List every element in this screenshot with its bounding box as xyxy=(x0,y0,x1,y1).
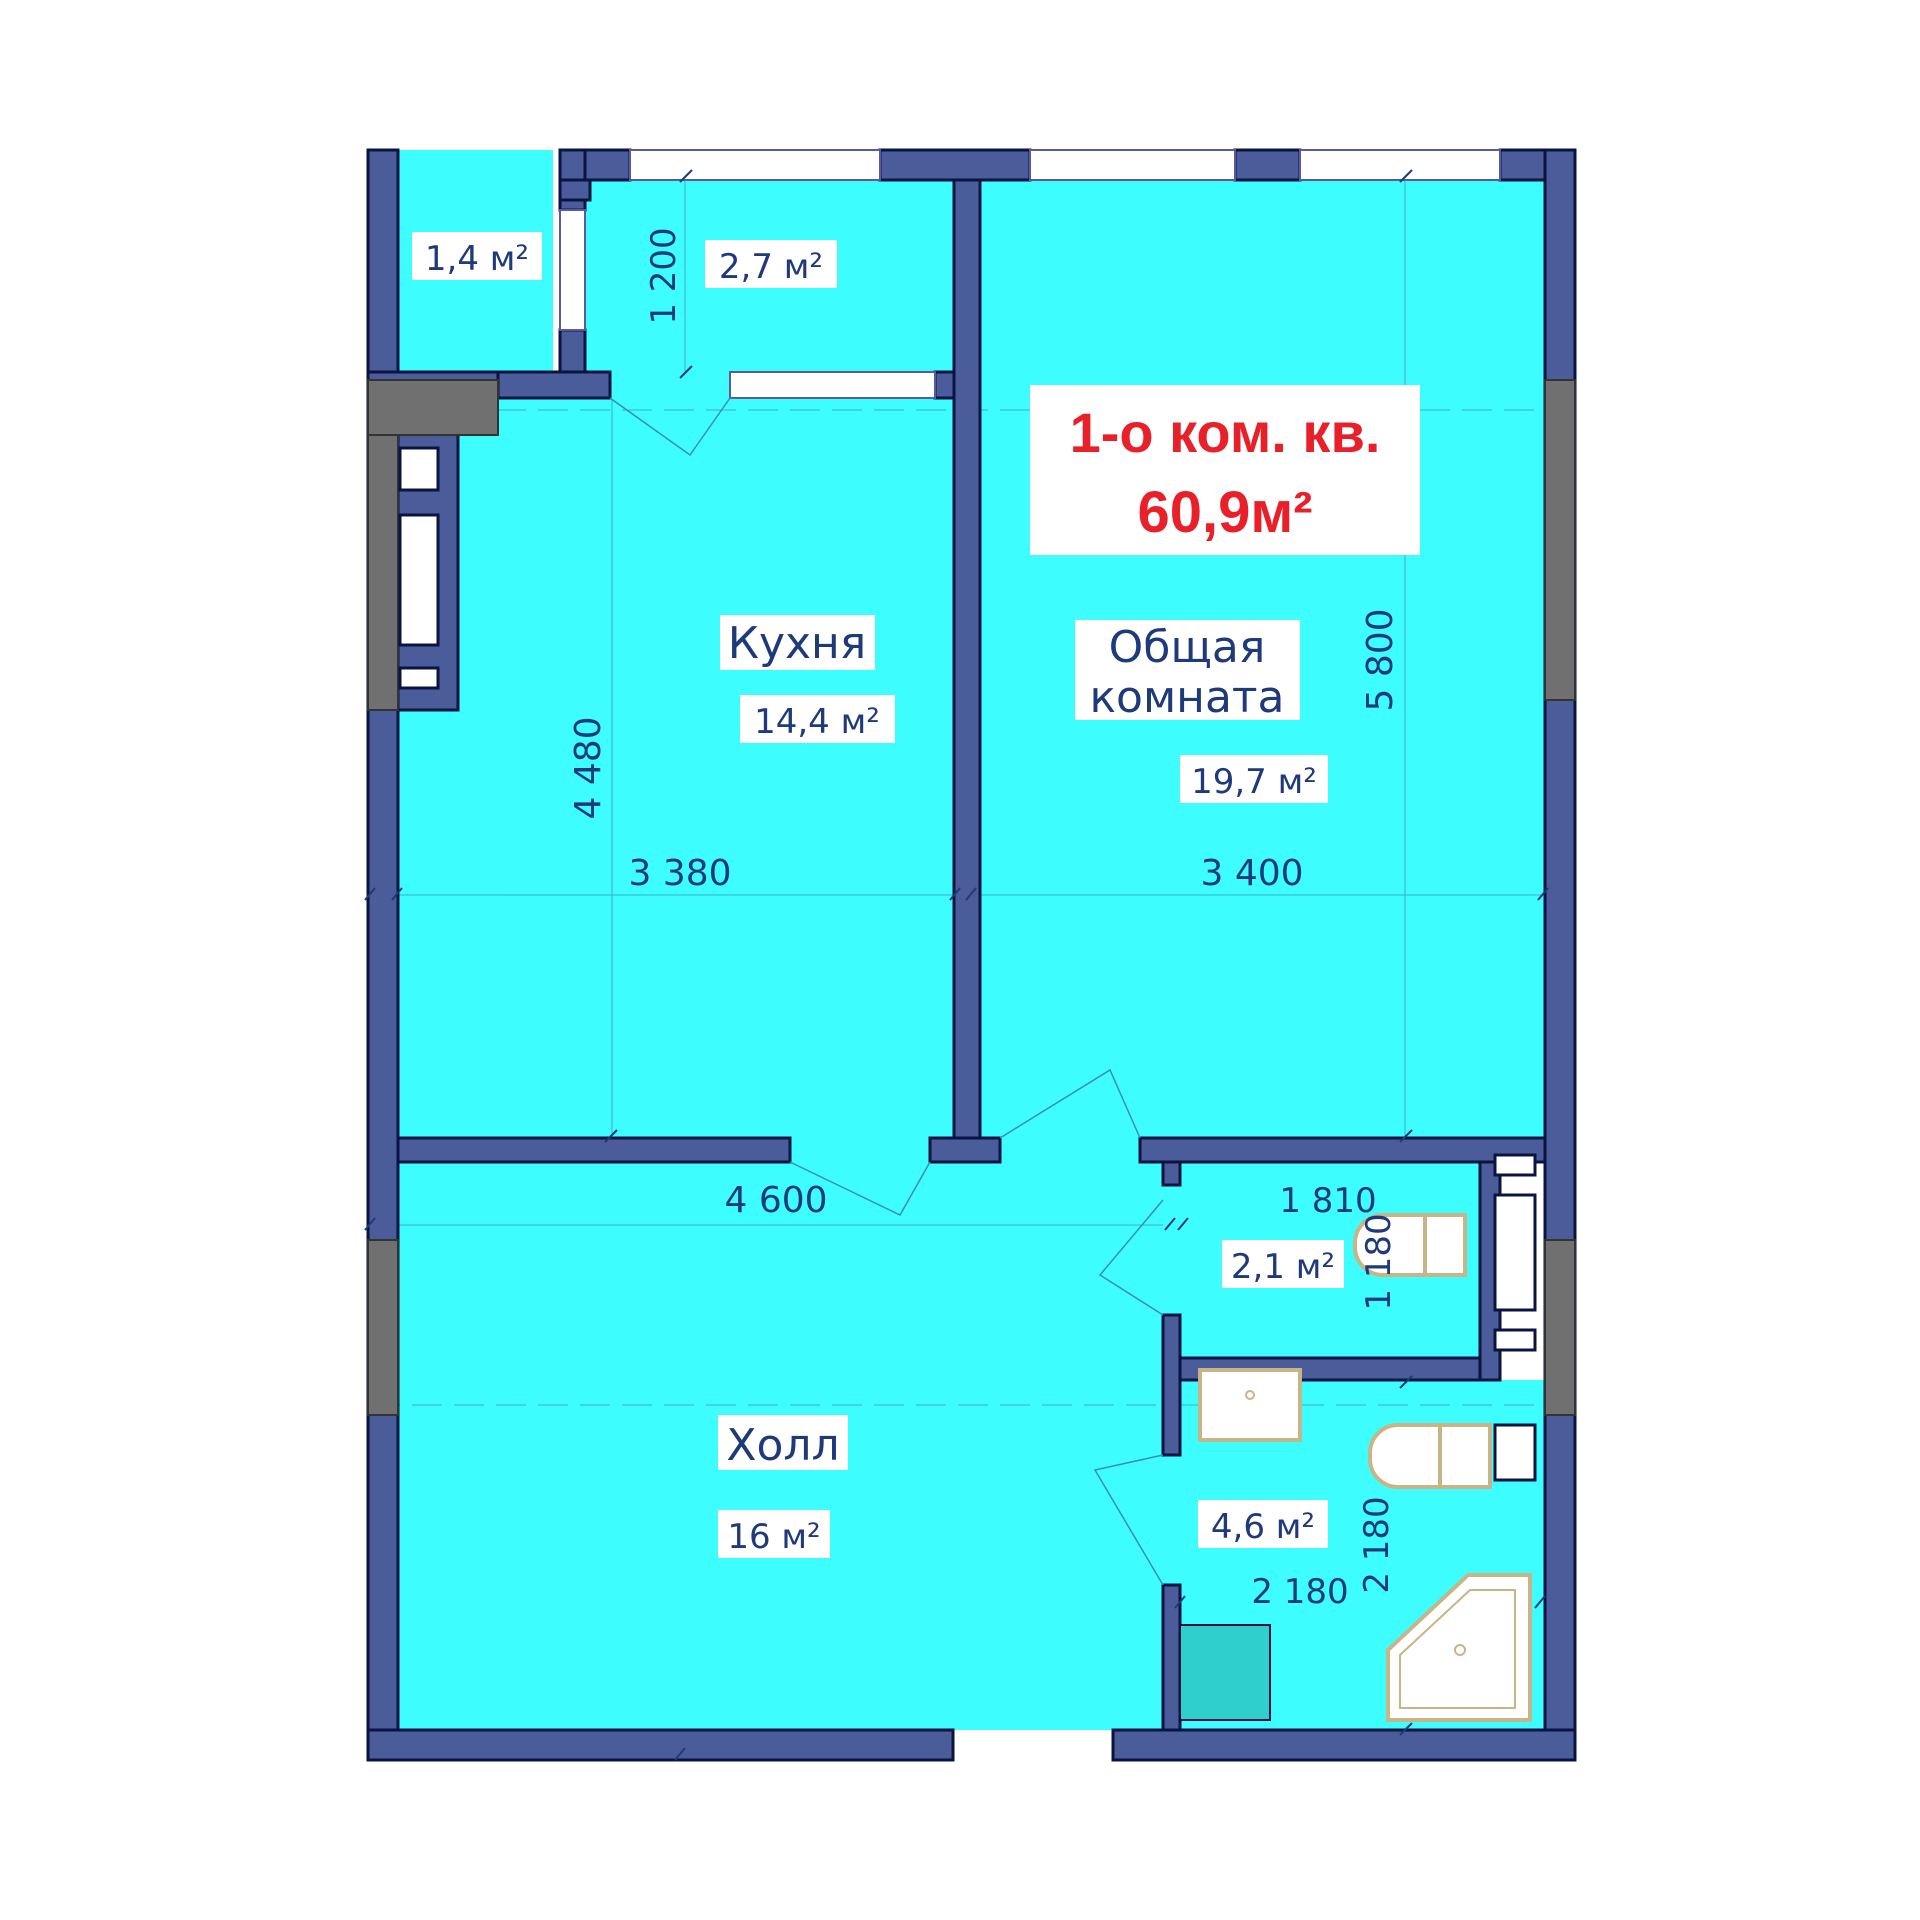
balcony-area-label: 2,7 м² xyxy=(719,247,823,287)
living-room-area-label: 19,7 м² xyxy=(1191,762,1317,802)
hall-bath-wall xyxy=(1161,1160,1182,1187)
kitchen-area-label: 14,4 м² xyxy=(754,702,880,742)
shafts xyxy=(367,379,1576,1416)
title-box xyxy=(1030,385,1420,555)
apartment-type: 1-о ком. кв. xyxy=(1070,401,1381,464)
kitchen-hall-wall xyxy=(396,1136,792,1164)
kitchen-name-label: Кухня xyxy=(728,618,867,669)
dim-balcony-depth: 1 200 xyxy=(644,227,684,324)
label-backgrounds xyxy=(412,232,1344,1558)
storage-door[interactable] xyxy=(559,209,586,331)
dim-toilet-length: 1 180 xyxy=(1359,1213,1399,1310)
kitchen-top-wall xyxy=(496,370,612,400)
living-window-2[interactable] xyxy=(1299,149,1501,181)
kitchen-living-partition xyxy=(952,178,982,1140)
living-room-name-label: Общая xyxy=(1109,622,1266,673)
dim-living-length: 5 800 xyxy=(1360,608,1401,711)
dim-bath-length: 2 180 xyxy=(1357,1496,1397,1593)
bathroom-area-label: 4,6 м² xyxy=(1211,1507,1315,1547)
living-window-1[interactable] xyxy=(1029,149,1236,181)
bottom-wall-right xyxy=(1111,1728,1577,1762)
door-swings xyxy=(609,397,1164,1586)
living-room-name-label-2: комната xyxy=(1089,672,1284,723)
dim-toilet-width: 1 810 xyxy=(1279,1181,1376,1221)
hall-name-label: Холл xyxy=(726,1420,839,1471)
dim-bath-width: 2 180 xyxy=(1251,1572,1348,1612)
bottom-wall-left xyxy=(366,1728,955,1762)
dim-kitchen-length: 4 480 xyxy=(568,716,609,819)
windows xyxy=(559,149,1501,399)
sanitary-fixtures xyxy=(1198,1213,1532,1722)
toilet-area-label: 2,1 м² xyxy=(1231,1247,1335,1287)
apartment-area: 60,9м² xyxy=(1137,480,1312,545)
dim-hall-width: 4 600 xyxy=(724,1180,827,1221)
dim-kitchen-width: 3 380 xyxy=(628,853,731,894)
storage-area-label: 1,4 м² xyxy=(425,239,529,279)
kitchen-floor[interactable] xyxy=(398,398,954,1138)
washing-machine-icon xyxy=(1179,1624,1271,1721)
hall-area-label: 16 м² xyxy=(727,1517,820,1557)
kitchen-balcony-door[interactable] xyxy=(729,371,936,399)
door-gaps xyxy=(790,1138,930,1162)
kitchen-niche-cabinets xyxy=(398,446,440,690)
balcony-window[interactable] xyxy=(629,149,881,181)
dimension-ticks xyxy=(364,169,1549,1761)
dim-living-width: 3 400 xyxy=(1200,853,1303,894)
washbasin-icon xyxy=(1198,1368,1302,1442)
balcony-top-wall xyxy=(558,178,592,202)
utility-risers xyxy=(1493,1153,1537,1482)
